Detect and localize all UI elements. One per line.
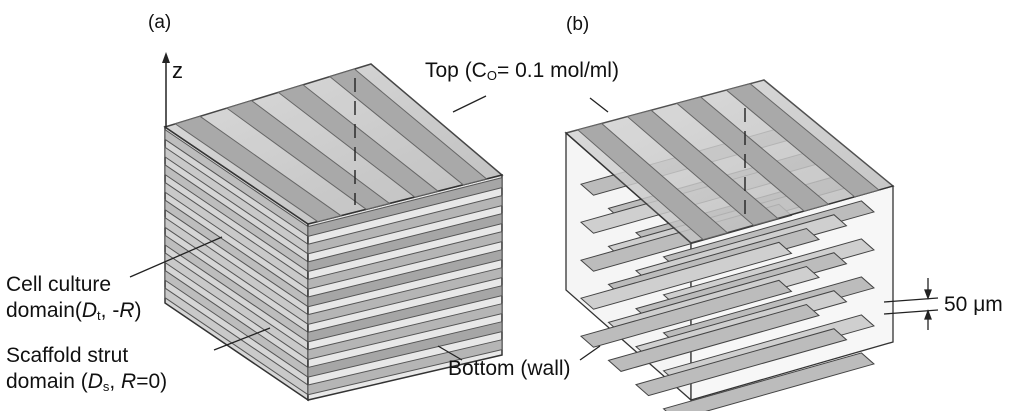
strut-block	[579, 241, 793, 310]
strut-band	[307, 177, 503, 237]
top-strut	[225, 99, 391, 210]
bottom-boundary-label: Bottom (wall)	[448, 357, 571, 380]
top-strut	[328, 68, 488, 186]
strut-band	[307, 249, 503, 308]
top-strut	[626, 109, 779, 226]
top-strut	[576, 122, 729, 241]
cube-b	[564, 79, 895, 411]
top-boundary-label: Top (CO= 0.1 mol/ml)	[425, 59, 619, 83]
strut-block	[634, 328, 848, 397]
layer-thickness-label: 50 μm	[944, 293, 1003, 316]
strut-band	[307, 303, 503, 361]
top-strut	[725, 83, 880, 198]
strut-band	[307, 285, 503, 343]
strut-block	[607, 303, 820, 372]
z-axis-label: z	[172, 58, 183, 83]
cell-culture-domain-label: Cell culture domain(Dt, -R)	[6, 273, 142, 323]
strut-band	[307, 267, 503, 325]
strut-band	[307, 339, 503, 396]
cube-a-top-face	[163, 63, 504, 225]
leader-lines	[129, 95, 939, 361]
strut-band	[307, 231, 503, 290]
top-strut	[675, 96, 830, 212]
strut-block	[662, 352, 875, 411]
strut-band	[307, 213, 503, 273]
strut-band	[307, 321, 503, 378]
cube-a	[162, 52, 504, 402]
panel-label-b: (b)	[566, 14, 590, 35]
strut-band	[307, 195, 503, 255]
z-axis	[162, 52, 356, 205]
scaffold-strut-domain-label: Scaffold strut domain (Ds, R=0)	[6, 344, 168, 394]
strut-block	[579, 279, 793, 348]
top-strut	[277, 84, 440, 198]
cube-a-right-face	[307, 174, 503, 401]
top-strut	[174, 115, 343, 223]
panel-label-a: (a)	[148, 12, 172, 33]
